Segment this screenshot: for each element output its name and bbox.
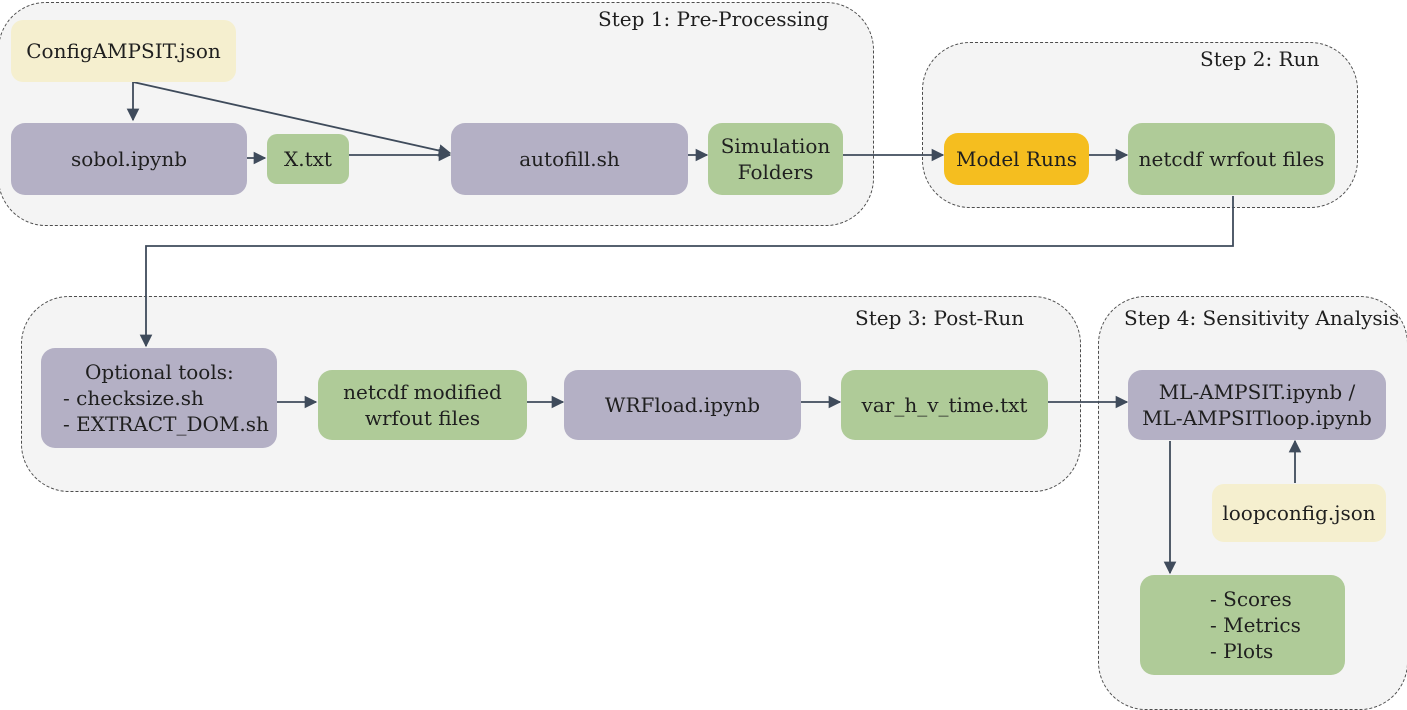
model-runs-label: Model Runs xyxy=(956,147,1077,171)
outputs-node[interactable]: - Scores - Metrics - Plots xyxy=(1140,575,1345,675)
optional-tools-checksize: - checksize.sh xyxy=(63,386,204,410)
x-txt-label: X.txt xyxy=(284,147,332,171)
loopconfig-json-label: loopconfig.json xyxy=(1222,501,1376,525)
optional-tools-title: Optional tools: xyxy=(85,360,234,384)
wrfload-ipynb-label: WRFload.ipynb xyxy=(604,393,761,417)
netcdf-modified-wrfout-node[interactable]: netcdf modified wrfout files xyxy=(318,370,527,440)
edge-config-to-autofill xyxy=(132,81,452,157)
simulation-folders-label-line1: Simulation xyxy=(720,134,831,158)
sobol-ipynb-node[interactable]: sobol.ipynb xyxy=(11,123,247,195)
step1-label: Step 1: Pre-Processing xyxy=(598,7,829,31)
config-ampsit-json-label: ConfigAMPSIT.json xyxy=(26,39,221,63)
optional-tools-extract-dom: - EXTRACT_DOM.sh xyxy=(63,412,269,436)
sobol-ipynb-label: sobol.ipynb xyxy=(70,147,188,171)
var-h-v-time-txt-node[interactable]: var_h_v_time.txt xyxy=(841,370,1048,440)
config-ampsit-json-node[interactable]: ConfigAMPSIT.json xyxy=(11,20,236,82)
step4-label: Step 4: Sensitivity Analysis xyxy=(1124,306,1400,330)
ml-ampsit-ipynb-node[interactable]: ML-AMPSIT.ipynb / ML-AMPSITloop.ipynb xyxy=(1128,370,1386,440)
edge-wrfout-to-optionaltools xyxy=(139,196,1234,348)
netcdf-wrfout-files-label: netcdf wrfout files xyxy=(1138,147,1325,171)
ml-ampsit-label-line1: ML-AMPSIT.ipynb / xyxy=(1158,380,1356,404)
simulation-folders-node[interactable]: Simulation Folders xyxy=(708,123,843,195)
step2-label: Step 2: Run xyxy=(1200,47,1320,71)
outputs-metrics: - Metrics xyxy=(1210,613,1301,637)
netcdf-modified-label-line2: wrfout files xyxy=(364,406,481,430)
netcdf-modified-label-line1: netcdf modified xyxy=(343,380,502,404)
autofill-sh-label: autofill.sh xyxy=(519,147,620,171)
outputs-scores: - Scores xyxy=(1210,587,1292,611)
loopconfig-json-node[interactable]: loopconfig.json xyxy=(1212,484,1386,542)
model-runs-node[interactable]: Model Runs xyxy=(944,133,1089,185)
netcdf-wrfout-files-node[interactable]: netcdf wrfout files xyxy=(1128,123,1335,195)
outputs-plots: - Plots xyxy=(1210,639,1274,663)
x-txt-node[interactable]: X.txt xyxy=(267,134,349,184)
optional-tools-node[interactable]: Optional tools: - checksize.sh - EXTRACT… xyxy=(41,348,277,448)
wrfload-ipynb-node[interactable]: WRFload.ipynb xyxy=(564,370,801,440)
autofill-sh-node[interactable]: autofill.sh xyxy=(451,123,688,195)
ml-ampsit-label-line2: ML-AMPSITloop.ipynb xyxy=(1142,406,1372,430)
simulation-folders-label-line2: Folders xyxy=(737,160,814,184)
var-h-v-time-txt-label: var_h_v_time.txt xyxy=(861,393,1028,417)
step3-label: Step 3: Post-Run xyxy=(855,306,1025,330)
